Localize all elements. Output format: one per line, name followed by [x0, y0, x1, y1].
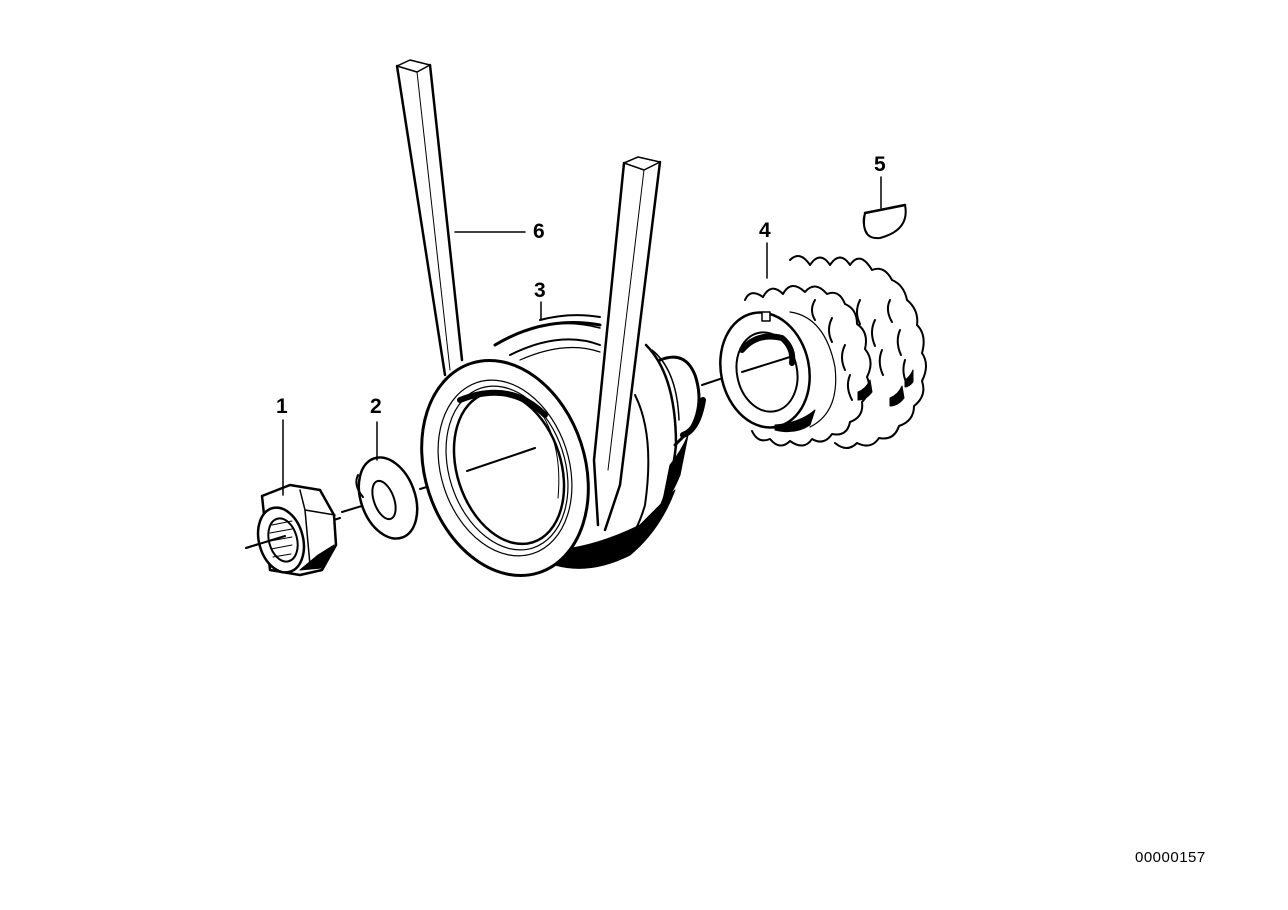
- callout-1: 1: [276, 395, 288, 418]
- damper-pulley-part[interactable]: [395, 314, 706, 597]
- sprocket-part[interactable]: [710, 255, 927, 449]
- lock-washer-part[interactable]: [348, 449, 427, 546]
- leader-lines: [282, 176, 882, 496]
- woodruff-key-part[interactable]: [862, 203, 907, 240]
- callout-3: 3: [534, 279, 546, 302]
- callout-2: 2: [370, 395, 382, 418]
- document-number: 00000157: [1135, 849, 1206, 866]
- callout-6: 6: [533, 220, 545, 243]
- callout-4: 4: [759, 219, 771, 242]
- callout-5: 5: [874, 153, 886, 176]
- v-belt-part[interactable]: [395, 59, 662, 532]
- hex-nut-part[interactable]: [245, 483, 338, 578]
